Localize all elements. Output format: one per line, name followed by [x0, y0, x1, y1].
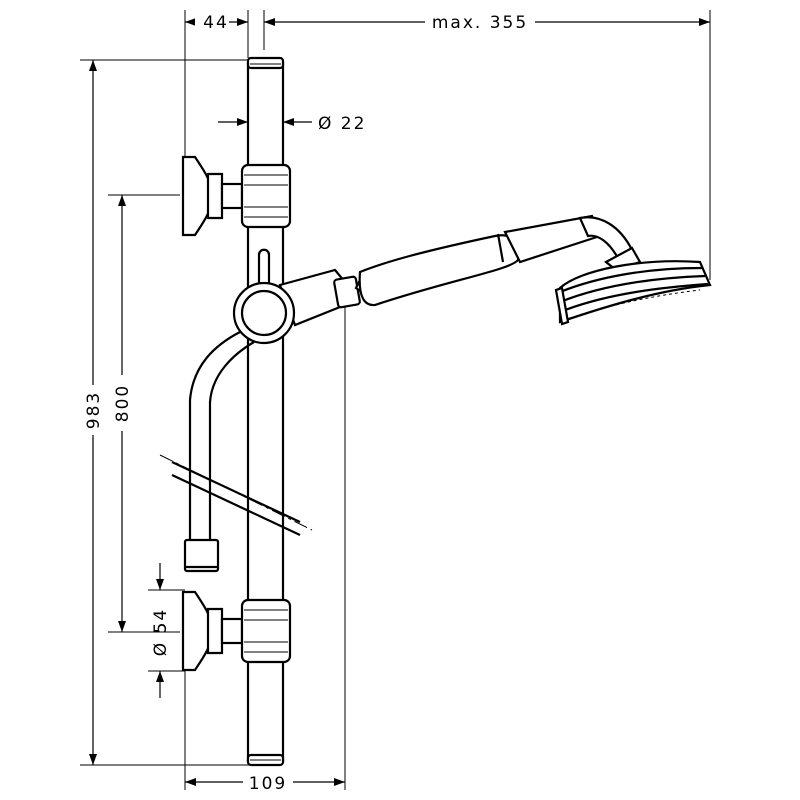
dimension-bracket-offset: 44 [185, 12, 248, 33]
upper-wall-bracket [181, 155, 292, 237]
dim-label-diameter-22: Ø 22 [318, 114, 366, 134]
hand-shower-handle [354, 214, 642, 307]
dimension-bracket-spacing: 800 [112, 195, 133, 632]
dimension-rail-diameter: Ø 22 [218, 114, 366, 134]
dim-label-800: 800 [113, 384, 133, 422]
shower-head [554, 260, 712, 326]
dim-label-max-355: max. 355 [432, 13, 528, 33]
dim-label-44: 44 [203, 13, 229, 33]
break-line [159, 454, 313, 536]
dimension-max-reach: max. 355 [264, 10, 710, 33]
dimension-total-depth: 109 [185, 771, 345, 794]
dimension-total-height: 983 [83, 60, 104, 765]
dim-label-983: 983 [84, 391, 104, 429]
dimension-flange-diameter: Ø 54 [151, 563, 171, 698]
dim-label-diameter-54: Ø 54 [151, 608, 171, 656]
lower-wall-bracket [181, 590, 292, 672]
slider-body [232, 281, 296, 345]
dim-label-109: 109 [249, 774, 287, 794]
shower-hose [183, 331, 255, 573]
extension-lines [80, 10, 711, 790]
